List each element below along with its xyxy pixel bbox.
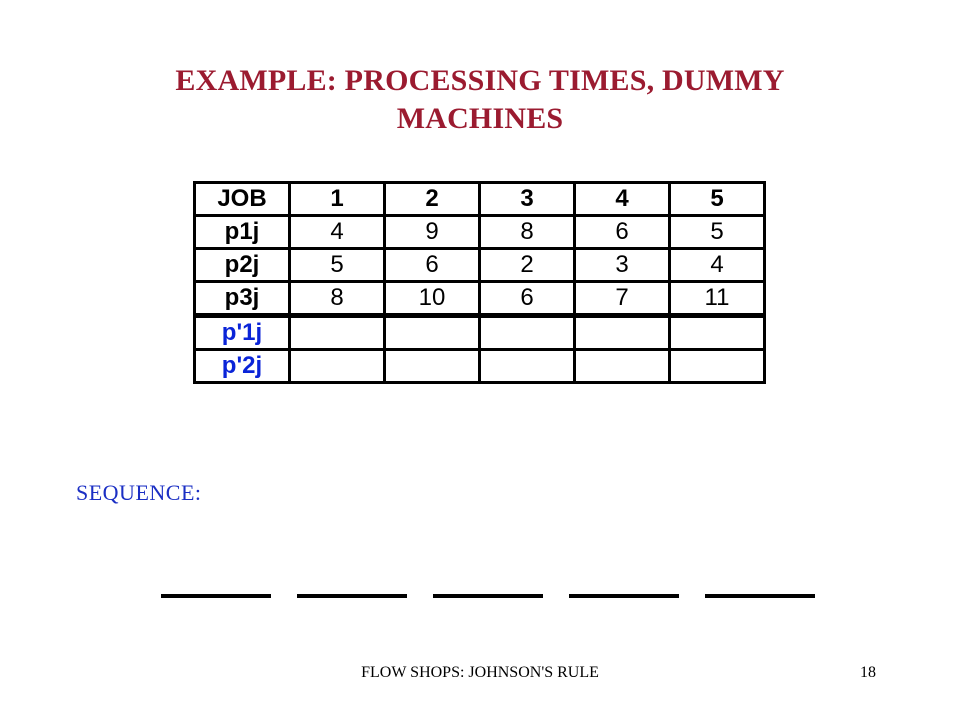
sequence-slot-2 [297,594,407,598]
sequence-slot-3 [433,594,543,598]
cell-p-prime-2j-job-4 [573,348,671,384]
cell-p-prime-2j-job-3 [478,348,576,384]
row-label-p3j: p3j [193,280,291,318]
cell-p1j-job-1: 4 [288,214,386,250]
cell-p3j-job-1: 8 [288,280,386,318]
table-row-p-prime-2j: p'2j [193,348,766,384]
cell-p1j-job-3: 8 [478,214,576,250]
cell-p2j-job-2: 6 [383,247,481,283]
row-label-p-prime-1j: p'1j [193,314,291,351]
cell-p-prime-1j-job-1 [288,314,386,351]
cell-p1j-job-2: 9 [383,214,481,250]
processing-times-table-wrap: JOB 1 2 3 4 5 p1j 4 9 8 6 5 p2j 5 6 2 3 … [193,181,766,384]
cell-p1j-job-5: 5 [668,214,766,250]
cell-p2j-job-5: 4 [668,247,766,283]
cell-p-prime-1j-job-4 [573,314,671,351]
cell-p3j-job-3: 6 [478,280,576,318]
sequence-slot-5 [705,594,815,598]
header-cell-job-1: 1 [288,181,386,217]
sequence-slot-4 [569,594,679,598]
cell-p-prime-2j-job-1 [288,348,386,384]
row-label-p2j: p2j [193,247,291,283]
cell-p2j-job-4: 3 [573,247,671,283]
table-row-p2j: p2j 5 6 2 3 4 [193,247,766,283]
sequence-label: SEQUENCE: [76,480,202,505]
header-cell-job: JOB [193,181,291,217]
table-row-p1j: p1j 4 9 8 6 5 [193,214,766,250]
table-row-p-prime-1j: p'1j [193,314,766,351]
page-number: 18 [860,664,876,681]
cell-p-prime-1j-job-2 [383,314,481,351]
table-row-p3j: p3j 8 10 6 7 11 [193,280,766,318]
row-label-p1j: p1j [193,214,291,250]
footer-title: FLOW SHOPS: JOHNSON'S RULE [361,664,599,681]
cell-p-prime-1j-job-3 [478,314,576,351]
table-header-row: JOB 1 2 3 4 5 [193,181,766,217]
cell-p-prime-1j-job-5 [668,314,766,351]
row-label-p-prime-2j: p'2j [193,348,291,384]
cell-p-prime-2j-job-2 [383,348,481,384]
cell-p3j-job-5: 11 [668,280,766,318]
sequence-slot-1 [161,594,271,598]
slide-title: EXAMPLE: PROCESSING TIMES, DUMMY MACHINE… [175,64,785,135]
processing-times-table: JOB 1 2 3 4 5 p1j 4 9 8 6 5 p2j 5 6 2 3 … [193,181,766,384]
cell-p-prime-2j-job-5 [668,348,766,384]
cell-p3j-job-2: 10 [383,280,481,318]
cell-p2j-job-3: 2 [478,247,576,283]
header-cell-job-3: 3 [478,181,576,217]
header-cell-job-4: 4 [573,181,671,217]
cell-p2j-job-1: 5 [288,247,386,283]
cell-p1j-job-4: 6 [573,214,671,250]
header-cell-job-2: 2 [383,181,481,217]
header-cell-job-5: 5 [668,181,766,217]
cell-p3j-job-4: 7 [573,280,671,318]
